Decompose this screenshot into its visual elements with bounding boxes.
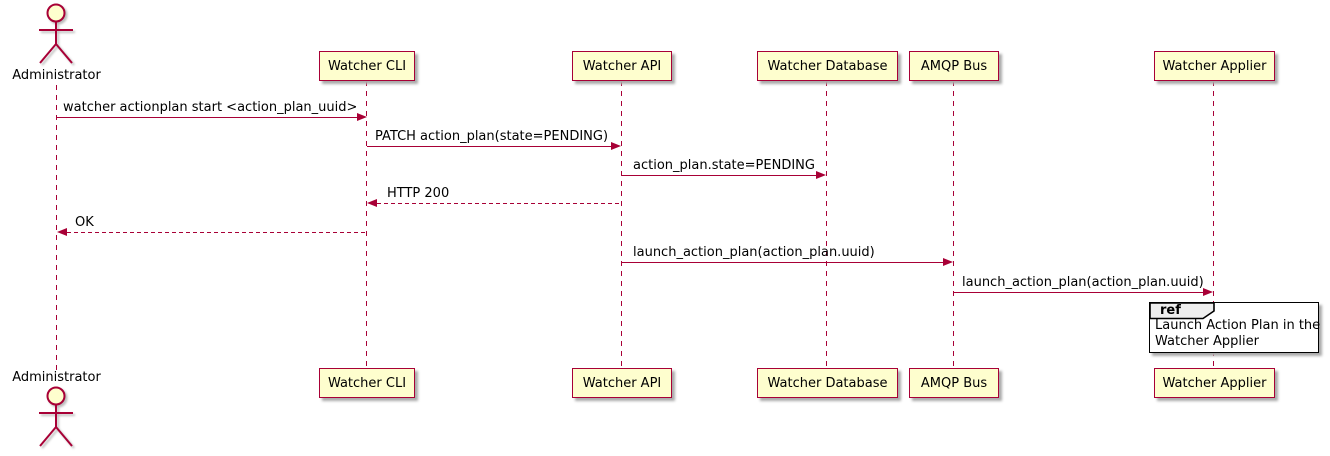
message-label: watcher actionplan start <action_plan_uu…: [63, 100, 358, 115]
participant-label: Watcher CLI: [327, 58, 407, 74]
lifeline-watcher-database: [826, 81, 828, 369]
lifeline-watcher-cli: [366, 81, 368, 369]
arrowhead-right-icon: [816, 171, 826, 179]
actor-label-administrator-bottom: Administrator: [12, 370, 101, 385]
participant-watcher-api-top: Watcher API: [572, 51, 672, 81]
message-label: launch_action_plan(action_plan.uuid): [633, 245, 875, 260]
lifeline-amqp-bus: [953, 81, 955, 369]
ref-text-line-2: Watcher Applier: [1155, 334, 1259, 349]
participant-watcher-cli-bottom: Watcher CLI: [319, 368, 415, 398]
message-label: PATCH action_plan(state=PENDING): [375, 129, 609, 144]
participant-label: AMQP Bus: [920, 58, 988, 74]
arrowhead-right-icon: [357, 113, 367, 121]
participant-label: Watcher Applier: [1162, 58, 1267, 74]
message-label: launch_action_plan(action_plan.uuid): [962, 275, 1204, 290]
lifeline-administrator: [56, 85, 58, 370]
arrowhead-right-icon: [1203, 288, 1213, 296]
message-label: action_plan.state=PENDING: [633, 158, 815, 173]
ref-text-line-1: Launch Action Plan in the: [1155, 318, 1321, 333]
arrowhead-right-icon: [943, 258, 953, 266]
ref-fragment: ref Launch Action Plan in the Watcher Ap…: [1149, 302, 1321, 353]
message-line: [57, 117, 358, 119]
participant-label: AMQP Bus: [920, 375, 988, 391]
message-line: [67, 232, 367, 234]
arrowhead-left-icon: [367, 199, 377, 207]
lifeline-watcher-applier: [1213, 81, 1215, 369]
participant-watcher-database-top: Watcher Database: [757, 51, 898, 81]
participant-amqp-bus-bottom: AMQP Bus: [909, 368, 999, 398]
lifeline-watcher-api: [621, 81, 623, 369]
participant-watcher-api-bottom: Watcher API: [572, 368, 672, 398]
message-label: OK: [75, 215, 94, 230]
participant-watcher-cli-top: Watcher CLI: [319, 51, 415, 81]
message-line: [622, 175, 817, 177]
participant-label: Watcher Database: [767, 58, 888, 74]
participant-label: Watcher CLI: [327, 375, 407, 391]
participant-watcher-applier-bottom: Watcher Applier: [1154, 368, 1275, 398]
participant-watcher-applier-top: Watcher Applier: [1154, 51, 1275, 81]
message-line: [367, 146, 612, 148]
message-label: HTTP 200: [387, 186, 450, 201]
participant-watcher-database-bottom: Watcher Database: [757, 368, 898, 398]
arrowhead-left-icon: [57, 228, 67, 236]
arrowhead-right-icon: [611, 142, 621, 150]
participant-label: Watcher API: [582, 58, 662, 74]
message-line: [954, 292, 1204, 294]
participant-label: Watcher Applier: [1162, 375, 1267, 391]
administrator-actor-icon: [39, 386, 73, 447]
participant-amqp-bus-top: AMQP Bus: [909, 51, 999, 81]
ref-header-pentagon-icon: [1149, 302, 1215, 320]
participant-label: Watcher API: [582, 375, 662, 391]
message-line: [622, 262, 943, 264]
ref-keyword: ref: [1160, 303, 1181, 318]
message-line: [377, 203, 622, 205]
participant-label: Watcher Database: [767, 375, 888, 391]
actor-label-administrator-top: Administrator: [12, 68, 101, 83]
administrator-actor-icon: [39, 3, 73, 64]
